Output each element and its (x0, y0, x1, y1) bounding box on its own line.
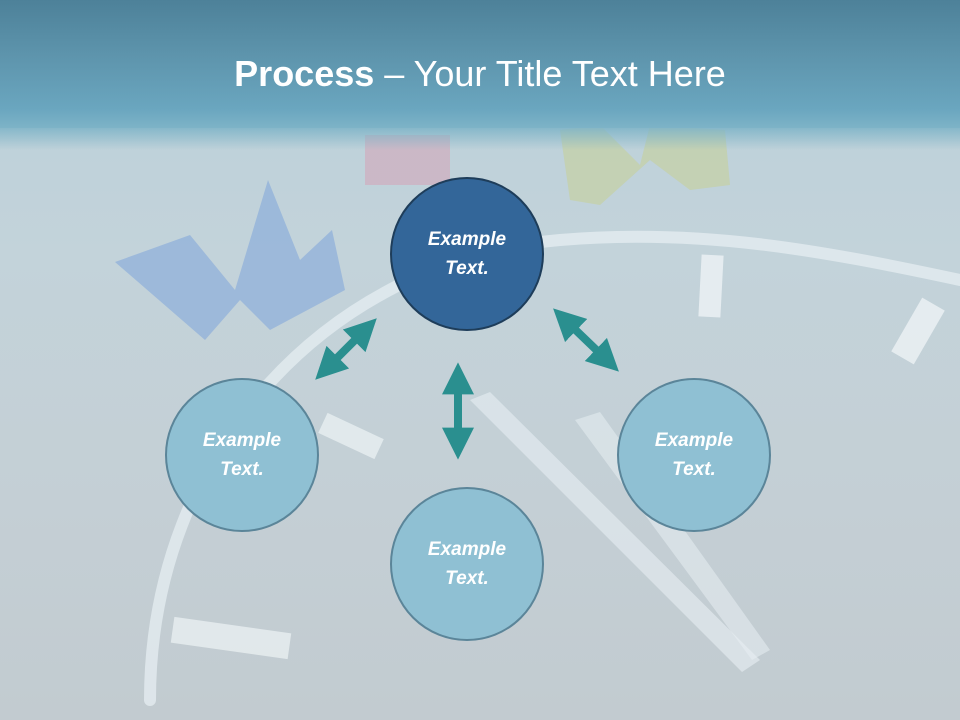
node-left[interactable]: Example Text. (165, 378, 319, 532)
node-right[interactable]: Example Text. (617, 378, 771, 532)
node-left-label: Example Text. (202, 430, 282, 480)
node-top[interactable]: Example Text. (390, 177, 544, 331)
node-right-label: Example Text. (654, 430, 734, 480)
arrow-top-left (315, 318, 377, 380)
slide-title[interactable]: Process – Your Title Text Here (0, 52, 960, 96)
title-bold: Process (234, 53, 375, 94)
node-top-label: Example Text. (427, 229, 507, 279)
title-bar (0, 0, 960, 150)
title-rest: – Your Title Text Here (374, 53, 726, 94)
arrow-top-right (553, 308, 619, 372)
node-bottom[interactable]: Example Text. (390, 487, 544, 641)
node-bottom-label: Example Text. (427, 539, 507, 589)
